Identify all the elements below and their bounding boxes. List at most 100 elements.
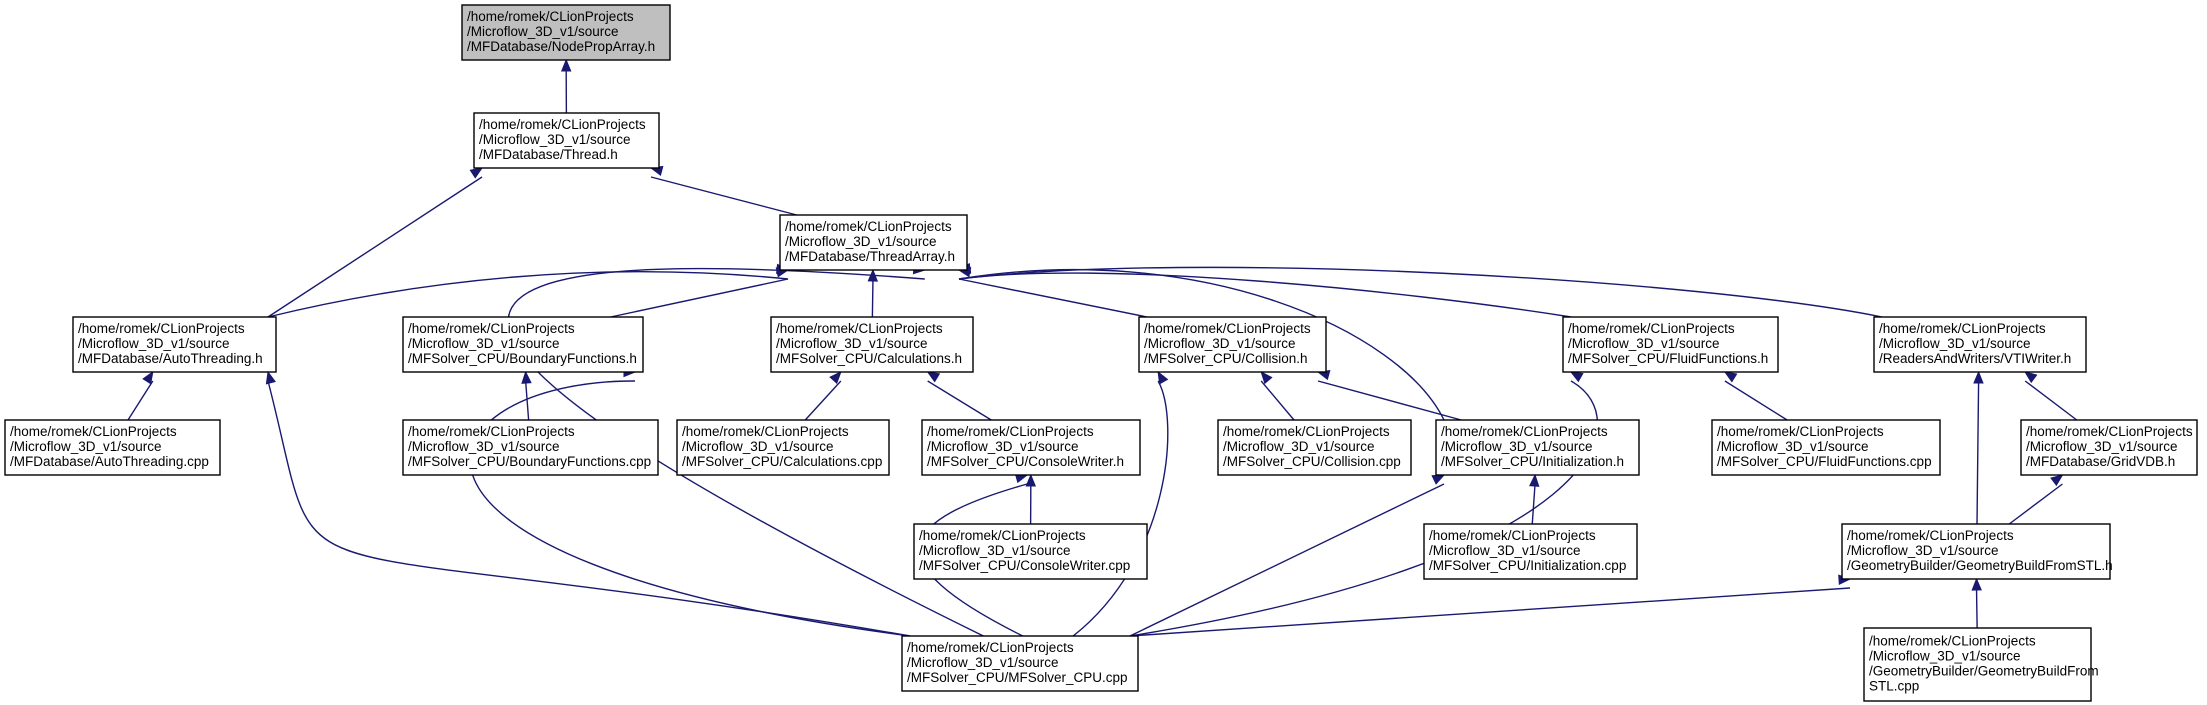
edge-geometrybuildfromstl-cpp-to-geometrybuildfromstl-h xyxy=(1975,587,1978,629)
node-consolewriter-h[interactable]: /home/romek/CLionProjects/Microflow_3D_v… xyxy=(921,419,1141,476)
node-label-line: /Microflow_3D_v1/source xyxy=(1144,336,1296,351)
edge-autothreading-h-to-threadarray-h xyxy=(267,271,789,318)
node-box xyxy=(402,419,659,476)
arrowhead xyxy=(1723,371,1738,383)
node-label-line: /home/romek/CLionProjects xyxy=(78,321,245,336)
node-label-line: /GeometryBuilder/GeometryBuildFrom xyxy=(1869,664,2099,679)
node-label-line: /Microflow_3D_v1/source xyxy=(1441,439,1593,454)
node-label-line: /home/romek/CLionProjects xyxy=(10,424,177,439)
edge-boundaryfunctions-cpp-to-boundaryfunctions-h xyxy=(524,380,530,421)
node-boundaryfunctions-h[interactable]: /home/romek/CLionProjects/Microflow_3D_v… xyxy=(402,316,644,373)
node-label-line: /MFSolver_CPU/Collision.cpp xyxy=(1223,454,1401,469)
node-label-line: /MFSolver_CPU/BoundaryFunctions.h xyxy=(408,351,637,366)
node-label-line: STL.cpp xyxy=(1869,679,1919,694)
node-box xyxy=(1841,523,2111,580)
node-label-line: /home/romek/CLionProjects xyxy=(2026,424,2193,439)
graph-edges xyxy=(127,58,2078,637)
edge-autothreading-cpp-to-autothreading-h xyxy=(127,380,154,421)
node-box xyxy=(779,214,968,271)
node-box xyxy=(1711,419,1941,476)
edge-consolewriter-h-to-calculations-h xyxy=(927,380,992,421)
node-label-line: /Microflow_3D_v1/source xyxy=(776,336,928,351)
arrowhead xyxy=(560,58,572,72)
arrowhead xyxy=(469,167,484,179)
node-label-line: /home/romek/CLionProjects xyxy=(1717,424,1884,439)
node-threadarray-h[interactable]: /home/romek/CLionProjects/Microflow_3D_v… xyxy=(779,214,968,271)
node-label-line: /home/romek/CLionProjects xyxy=(776,321,943,336)
node-label-line: /home/romek/CLionProjects xyxy=(1144,321,1311,336)
node-label-line: /MFDatabase/GridVDB.h xyxy=(2026,454,2175,469)
node-label-line: /MFSolver_CPU/Calculations.h xyxy=(776,351,962,366)
node-collision-cpp[interactable]: /home/romek/CLionProjects/Microflow_3D_v… xyxy=(1217,419,1412,476)
node-label-line: /Microflow_3D_v1/source xyxy=(927,439,1079,454)
node-label-line: /home/romek/CLionProjects xyxy=(479,117,646,132)
node-label-line: /Microflow_3D_v1/source xyxy=(479,132,631,147)
node-mfsolver-cpu-cpp[interactable]: /home/romek/CLionProjects/Microflow_3D_v… xyxy=(901,635,1139,692)
edge-mfsolver-cpu-cpp-to-initialization-h xyxy=(1129,483,1445,637)
edge-autothreading-h-to-thread-h xyxy=(267,176,483,318)
node-thread-h[interactable]: /home/romek/CLionProjects/Microflow_3D_v… xyxy=(473,112,660,169)
node-geometrybuildfromstl-h[interactable]: /home/romek/CLionProjects/Microflow_3D_v… xyxy=(1841,523,2113,580)
node-fluidfunctions-cpp[interactable]: /home/romek/CLionProjects/Microflow_3D_v… xyxy=(1711,419,1941,476)
node-label-line: /MFSolver_CPU/ConsoleWriter.cpp xyxy=(919,558,1130,573)
node-label-line: /Microflow_3D_v1/source xyxy=(2026,439,2178,454)
node-label-line: /home/romek/CLionProjects xyxy=(927,424,1094,439)
node-label-line: /MFSolver_CPU/FluidFunctions.h xyxy=(1568,351,1768,366)
node-autothreading-cpp[interactable]: /home/romek/CLionProjects/Microflow_3D_v… xyxy=(4,419,221,476)
node-box xyxy=(1423,523,1638,580)
arrowhead xyxy=(1569,371,1584,383)
node-initialization-h[interactable]: /home/romek/CLionProjects/Microflow_3D_v… xyxy=(1435,419,1640,476)
node-label-line: /Microflow_3D_v1/source xyxy=(1429,543,1581,558)
node-box xyxy=(402,316,644,373)
node-box xyxy=(1863,627,2092,702)
node-box xyxy=(913,523,1148,580)
node-label-line: /MFDatabase/NodePropArray.h xyxy=(467,39,655,54)
node-geometrybuildfromstl-cpp[interactable]: /home/romek/CLionProjects/Microflow_3D_v… xyxy=(1863,627,2099,702)
node-boundaryfunctions-cpp[interactable]: /home/romek/CLionProjects/Microflow_3D_v… xyxy=(402,419,659,476)
node-box xyxy=(1562,316,1779,373)
node-label-line: /home/romek/CLionProjects xyxy=(785,219,952,234)
node-label-line: /Microflow_3D_v1/source xyxy=(10,439,162,454)
node-initialization-cpp[interactable]: /home/romek/CLionProjects/Microflow_3D_v… xyxy=(1423,523,1638,580)
edge-boundaryfunctions-h-to-threadarray-h xyxy=(610,278,789,318)
node-label-line: /MFSolver_CPU/FluidFunctions.cpp xyxy=(1717,454,1932,469)
node-label-line: /Microflow_3D_v1/source xyxy=(1869,649,2021,664)
arrowhead xyxy=(926,371,941,383)
node-label-line: /MFSolver_CPU/Initialization.h xyxy=(1441,454,1624,469)
node-label-line: /GeometryBuilder/GeometryBuildFromSTL.h xyxy=(1847,558,2113,573)
node-label-line: /Microflow_3D_v1/source xyxy=(1879,336,2031,351)
edge-mfsolver-cpu-cpp-to-geometrybuildfromstl-h xyxy=(1129,587,1851,637)
edge-initialization-cpp-to-initialization-h xyxy=(1531,483,1536,525)
node-label-line: /home/romek/CLionProjects xyxy=(408,321,575,336)
node-label-line: /MFSolver_CPU/Calculations.cpp xyxy=(682,454,882,469)
node-collision-h[interactable]: /home/romek/CLionProjects/Microflow_3D_v… xyxy=(1138,316,1327,373)
node-fluidfunctions-h[interactable]: /home/romek/CLionProjects/Microflow_3D_v… xyxy=(1562,316,1779,373)
node-label-line: /Microflow_3D_v1/source xyxy=(408,336,560,351)
node-gridvdb-h[interactable]: /home/romek/CLionProjects/Microflow_3D_v… xyxy=(2020,419,2198,476)
node-label-line: /home/romek/CLionProjects xyxy=(907,640,1074,655)
arrowhead xyxy=(521,370,532,384)
node-vtiwriter-h[interactable]: /home/romek/CLionProjects/Microflow_3D_v… xyxy=(1873,316,2087,373)
node-label-line: /Microflow_3D_v1/source xyxy=(919,543,1071,558)
node-autothreading-h[interactable]: /home/romek/CLionProjects/Microflow_3D_v… xyxy=(72,316,277,373)
arrowhead xyxy=(1260,370,1273,385)
node-calculations-h[interactable]: /home/romek/CLionProjects/Microflow_3D_v… xyxy=(770,316,974,373)
node-label-line: /MFSolver_CPU/ConsoleWriter.h xyxy=(927,454,1124,469)
edge-calculations-cpp-to-calculations-h xyxy=(804,380,842,421)
node-label-line: /home/romek/CLionProjects xyxy=(1441,424,1608,439)
node-consolewriter-cpp[interactable]: /home/romek/CLionProjects/Microflow_3D_v… xyxy=(913,523,1148,580)
node-box xyxy=(473,112,660,169)
node-label-line: /Microflow_3D_v1/source xyxy=(467,24,619,39)
node-label-line: /Microflow_3D_v1/source xyxy=(682,439,834,454)
edge-collision-h-to-threadarray-h xyxy=(958,278,1148,318)
edge-collision-cpp-to-collision-h xyxy=(1260,380,1295,421)
arrowhead xyxy=(1973,370,1984,384)
node-box xyxy=(770,316,974,373)
edge-initialization-h-to-collision-h xyxy=(1317,380,1462,421)
edge-calculations-h-to-threadarray-h xyxy=(871,278,874,318)
node-calculations-cpp[interactable]: /home/romek/CLionProjects/Microflow_3D_v… xyxy=(676,419,890,476)
arrowhead xyxy=(829,371,842,385)
node-box xyxy=(1435,419,1640,476)
node-nodeproparray-h[interactable]: /home/romek/CLionProjects/Microflow_3D_v… xyxy=(461,4,671,61)
